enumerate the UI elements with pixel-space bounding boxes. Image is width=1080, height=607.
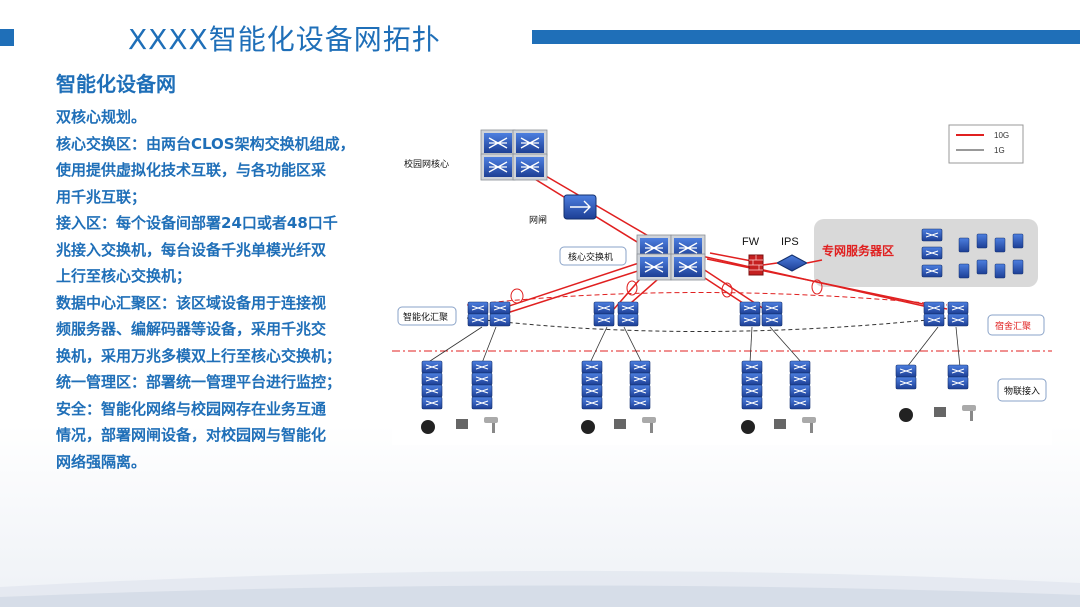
fw-label: FW — [742, 236, 760, 248]
description-line: 情况，部署网闸设备，对校园网与智能化 — [56, 426, 327, 444]
legend: 10G 1G — [948, 124, 1024, 164]
iot-access-label: 物联接入 — [1004, 385, 1040, 397]
description-line: 网络强隔离。 — [56, 452, 147, 471]
page-title: XXXX智能化设备网拓扑 — [128, 23, 441, 56]
core-switch-pair — [636, 234, 706, 281]
campus-core-label: 校园网核心 — [404, 158, 449, 170]
description-line: 双核心规划。 — [56, 108, 147, 126]
section-heading: 智能化设备网 — [56, 72, 176, 96]
dorm-aggregation-label: 宿舍汇聚 — [995, 320, 1031, 332]
legend-label-1g: 1G — [994, 146, 1005, 155]
description-line: 频服务器、编解码器等设备，采用千兆交 — [56, 320, 327, 338]
description-line: 用千兆互联； — [56, 187, 147, 206]
description-line: 数据中心汇聚区：该区域设备用于连接视 — [56, 293, 327, 312]
description-line: 安全：智能化网络与校园网存在业务互通 — [56, 399, 327, 418]
end-devices-group — [421, 405, 976, 434]
campus-core-switch — [480, 129, 548, 181]
gatekeeper-label: 网闸 — [529, 215, 547, 226]
server-zone-switches — [921, 228, 943, 278]
legend-label-10g: 10G — [994, 131, 1009, 140]
description-line: 核心交换区：由两台CLOS架构交换机组成， — [56, 134, 355, 153]
description-text: 双核心规划。 核心交换区：由两台CLOS架构交换机组成， 使用提供虚拟化技术互联… — [56, 104, 386, 475]
ips-label: IPS — [781, 236, 799, 248]
bottom-decoration — [0, 570, 1080, 607]
description-line: 上行至核心交换机； — [56, 267, 192, 285]
network-topology-diagram: 10G 1G 校园网核心 网闸 — [392, 95, 1052, 445]
description-line: 使用提供虚拟化技术互联，与各功能区采 — [56, 161, 327, 179]
gatekeeper-device — [563, 194, 597, 220]
header-accent-right — [532, 30, 1080, 44]
description-line: 兆接入交换机，每台设备千兆单模光纤双 — [56, 240, 327, 259]
description-line: 统一管理区：部署统一管理平台进行监控； — [56, 373, 342, 391]
firewall-icon — [748, 254, 764, 276]
core-switch-label: 核心交换机 — [568, 251, 613, 263]
description-line: 换机，采用万兆多模双上行至核心交换机； — [56, 346, 342, 365]
description-line: 接入区：每个设备间部署24口或者48口千 — [56, 214, 338, 232]
smart-aggregation-label: 智能化汇聚 — [403, 311, 448, 323]
server-zone-label: 专网服务器区 — [822, 243, 894, 258]
header-accent-left — [0, 29, 14, 46]
